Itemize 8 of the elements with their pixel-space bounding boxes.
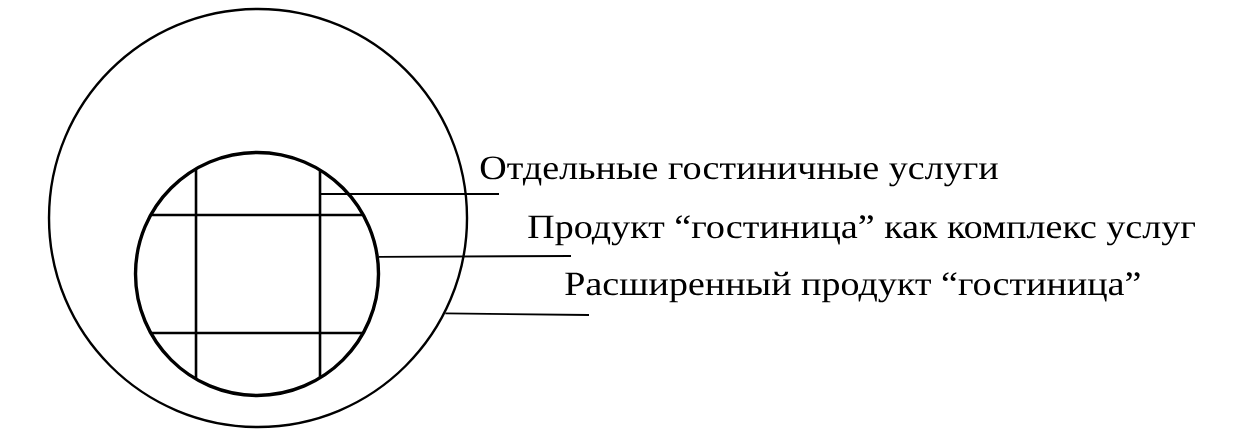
callout-label: Расширенный продукт “гостиница”	[565, 271, 1140, 303]
inner-circle	[133, 150, 381, 398]
leader-line	[444, 312, 590, 316]
outer-circle	[47, 7, 469, 429]
leader-line	[319, 193, 500, 195]
callout-label: Продукт “гостиница” как комплекс услуг	[528, 215, 1195, 246]
callout-label: Отдельные гостиничные услуги	[480, 156, 998, 187]
leader-line	[378, 255, 572, 258]
